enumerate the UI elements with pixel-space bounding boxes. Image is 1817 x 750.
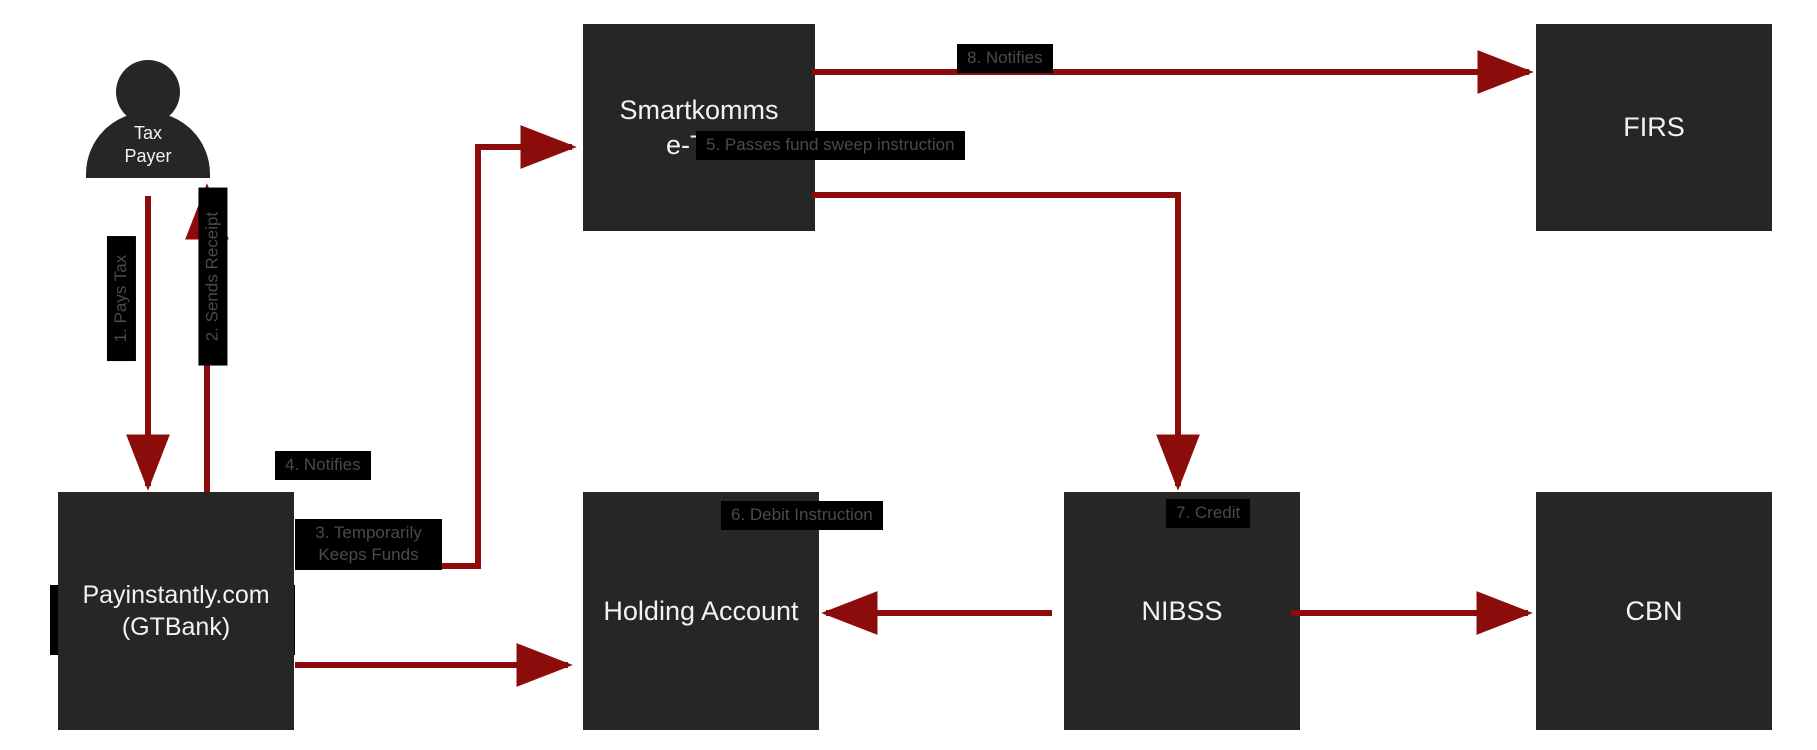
node-cbn-label: CBN [1625, 595, 1683, 626]
node-firs-label: FIRS [1623, 112, 1685, 143]
edge-label-2-sends-receipt: 2. Sends Receipt [198, 187, 228, 366]
edge-4-notifies [295, 125, 577, 569]
edge-label-6-debit-instruction: 6. Debit Instruction [721, 501, 883, 531]
node-tax-payer[interactable]: Tax Payer [86, 60, 210, 178]
node-payinstantly-label: Payinstantly.com (GTBank) [82, 581, 270, 641]
edge-label-7-credit: 7. Credit [1166, 499, 1251, 529]
node-firs[interactable]: FIRS [1536, 24, 1772, 231]
node-nibss[interactable]: NIBSS [1064, 492, 1300, 730]
node-tax-payer-label: Tax Payer [124, 123, 172, 166]
node-nibss-label: NIBSS [1141, 595, 1223, 626]
edge-label-3-temporarily-keeps-funds: 3. Temporarily Keeps Funds [295, 519, 442, 571]
node-cbn[interactable]: CBN [1536, 492, 1772, 730]
edge-label-1-pays-tax: 1. Pays Tax [106, 236, 137, 362]
node-payinstantly[interactable]: Payinstantly.com (GTBank) [58, 492, 294, 730]
node-holding-account[interactable]: Holding Account [583, 492, 819, 730]
edge-label-5-passes-fund-sweep-instruction: 5. Passes fund sweep instruction [696, 131, 965, 161]
edge-5-passes-fund-sweep-instruction [812, 192, 1200, 491]
edge-label-4-notifies: 4. Notifies [275, 451, 371, 481]
node-holding-account-label: Holding Account [603, 595, 799, 626]
edge-label-8-notifies: 8. Notifies [957, 44, 1053, 74]
